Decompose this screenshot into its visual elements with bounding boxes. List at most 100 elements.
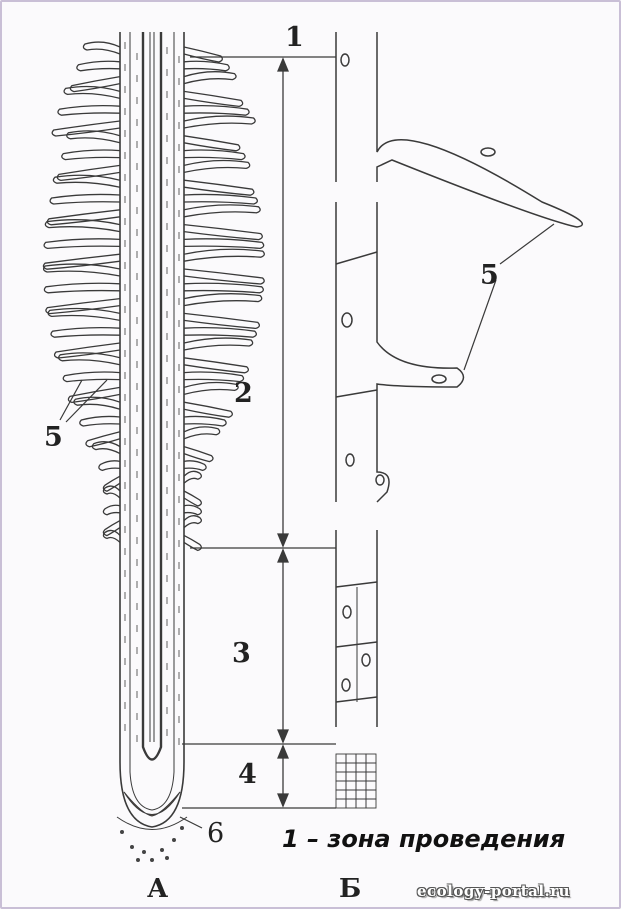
root-hair: [184, 382, 238, 394]
root-hair: [58, 106, 120, 116]
root-hair: [44, 283, 120, 293]
root-hair: [99, 461, 120, 471]
root-hair: [184, 225, 262, 240]
sloughed-cell-dot: [172, 838, 176, 842]
root-hair-label-left: 5: [44, 422, 63, 453]
root-hair: [184, 106, 249, 116]
root-hair: [83, 42, 120, 54]
root-hair: [184, 180, 254, 195]
cell-with-long-root-hair: [336, 32, 582, 227]
zone-3-arrow-head-down: [278, 730, 288, 742]
sloughed-cell-dot: [165, 856, 169, 860]
zone-4-arrow-head-down: [278, 794, 288, 806]
root-hair: [184, 416, 226, 426]
root-hair: [184, 427, 220, 439]
zone-4-arrow-head-up: [278, 746, 288, 758]
root-hair: [51, 328, 120, 338]
cell-nucleus: [342, 313, 352, 327]
meristem-cell: [356, 781, 366, 790]
root-hair: [184, 205, 260, 217]
root-hair: [184, 471, 201, 483]
zone-number-2: 2: [234, 378, 253, 409]
watermark: ecology-portal.ru: [417, 882, 570, 900]
zone-2-arrow-head-down: [278, 534, 288, 546]
meristem-cell: [346, 763, 356, 772]
root-hair: [184, 150, 245, 160]
root-hair: [184, 269, 264, 284]
zone-number-3: 3: [232, 638, 251, 669]
root-hair: [184, 294, 262, 306]
cell-nucleus: [481, 148, 495, 156]
root-hair: [80, 416, 120, 426]
meristem-cell: [346, 781, 356, 790]
root-hair: [184, 516, 201, 528]
root-longitudinal-section: [117, 32, 187, 862]
cell-nucleus: [346, 454, 354, 466]
sloughed-cell-dot: [142, 850, 146, 854]
meristem-cell: [346, 799, 356, 808]
meristem-cell: [336, 772, 346, 781]
root-hair: [62, 150, 120, 160]
root-hair: [184, 61, 229, 71]
root-hair: [184, 358, 248, 373]
cell-detail-column: [336, 32, 582, 808]
root-hair: [184, 283, 263, 293]
cell-nucleus: [376, 475, 384, 485]
root-hair: [184, 72, 236, 84]
meristem-cell: [346, 754, 356, 763]
sloughed-cell-dot: [160, 848, 164, 852]
root-cap: [124, 792, 180, 816]
meristem-cell: [356, 772, 366, 781]
root-cap-label: 6: [207, 818, 224, 849]
root-hair: [184, 338, 253, 350]
root-hair: [184, 328, 256, 338]
meristem-cell: [336, 754, 346, 763]
cell-nucleus: [362, 654, 370, 666]
cell-wall: [336, 582, 377, 587]
root-hair: [184, 91, 243, 106]
root-hair: [184, 160, 250, 172]
root-hair: [184, 491, 201, 506]
meristem-cell: [356, 799, 366, 808]
root-hair: [77, 61, 120, 71]
meristem-cell: [336, 781, 346, 790]
zone-number-4: 4: [238, 759, 257, 790]
zone-number-1: 1: [285, 22, 304, 53]
zone-3-arrow-head-up: [278, 550, 288, 562]
sloughed-cell-dot: [130, 845, 134, 849]
root-hair: [50, 194, 120, 204]
root-hair: [184, 194, 257, 204]
part-a-label: А: [147, 874, 168, 904]
root-hair: [184, 136, 240, 151]
meristem-cell: [336, 799, 346, 808]
meristem-cell: [356, 754, 366, 763]
meristem-cell: [336, 763, 346, 772]
root-cap-pointer: [180, 817, 202, 828]
root-hair: [184, 402, 232, 417]
root-hairs-left: [43, 42, 120, 542]
root-hair: [184, 47, 222, 62]
meristem-cell: [356, 790, 366, 799]
cell-nucleus: [342, 679, 350, 691]
cell-nucleus: [341, 54, 349, 66]
cell-wall: [336, 252, 377, 264]
root-hairs-right: [184, 47, 264, 550]
root-hair-pointer-right: [464, 224, 554, 370]
meristem-cell: [366, 781, 376, 790]
vascular-strand: [150, 32, 154, 742]
root-hair: [184, 447, 213, 462]
meristem-cell: [346, 790, 356, 799]
zone-2-arrow-head-up: [278, 59, 288, 71]
root-hair: [103, 505, 120, 515]
root-hair: [184, 505, 201, 515]
sloughed-cell-dot: [180, 826, 184, 830]
cell-column-zone-2: [336, 202, 464, 502]
meristem-cell: [366, 754, 376, 763]
meristem-cell: [366, 763, 376, 772]
root-hair: [184, 239, 264, 249]
root-hair: [184, 116, 255, 128]
meristem-cell: [346, 772, 356, 781]
root-hair: [44, 239, 120, 249]
root-hair: [67, 131, 120, 143]
